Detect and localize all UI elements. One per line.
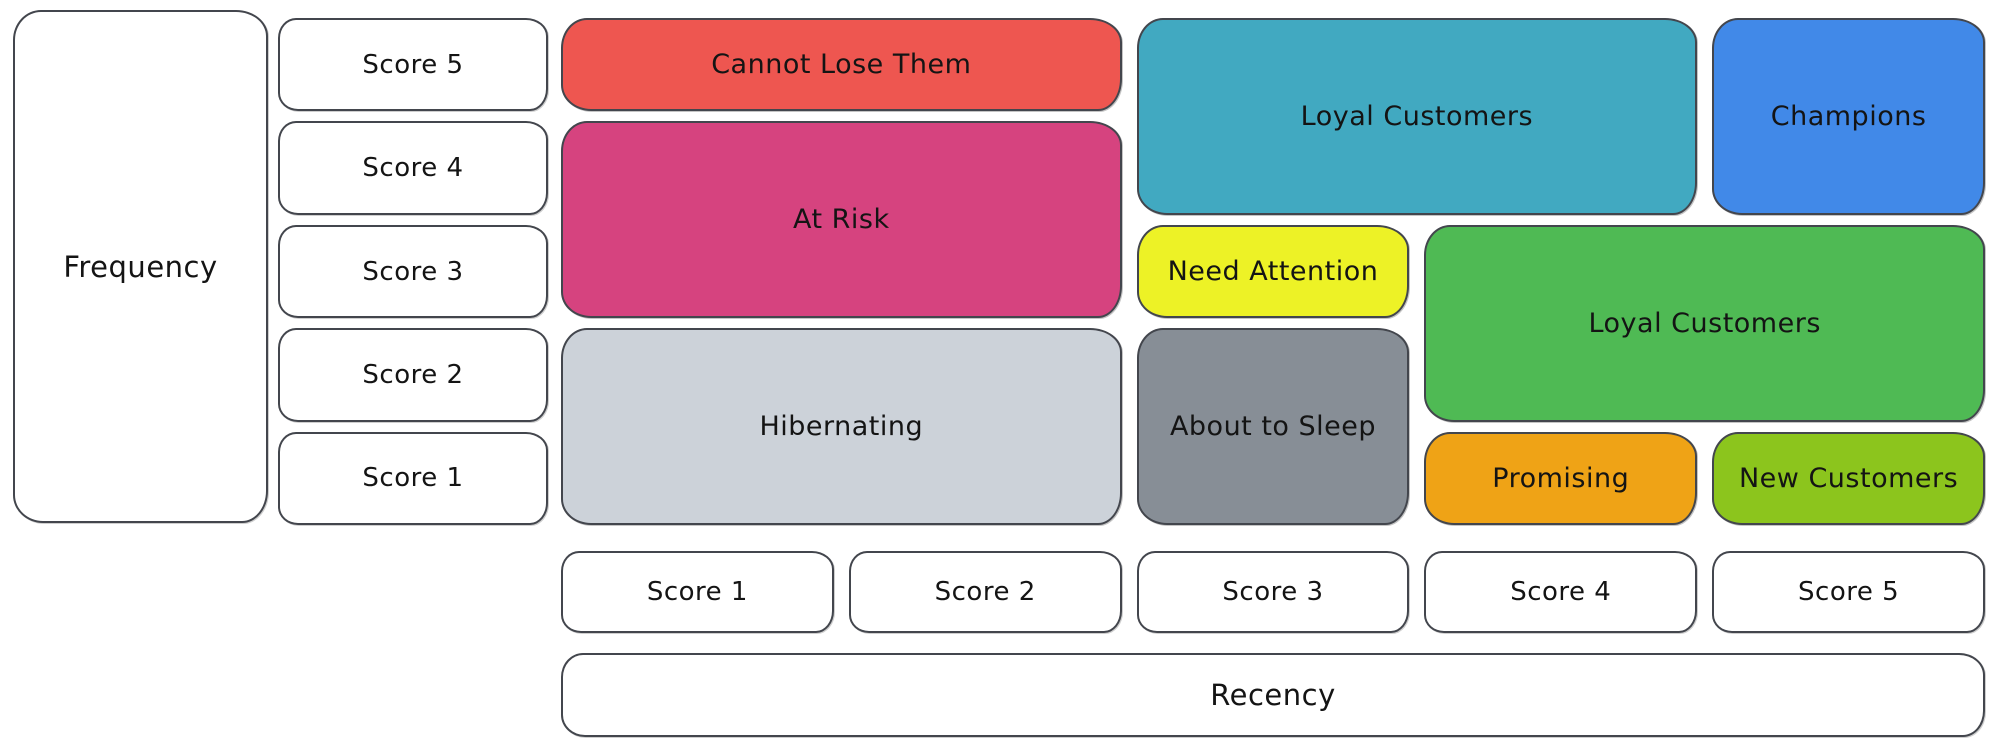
segment-loyal-customers: Loyal Customers (1424, 224, 1985, 422)
frequency-score-box-1: Score 1 (278, 431, 548, 526)
frequency-score-box-3: Score 3 (278, 224, 548, 319)
segment-label: At Risk (792, 204, 890, 236)
segment-label: Need Attention (1167, 255, 1379, 287)
frequency-score-box-5: Score 5 (278, 18, 548, 112)
segment-label: About to Sleep (1169, 411, 1377, 443)
segment-promising: Promising (1424, 431, 1698, 525)
segment-label: Cannot Lose Them (711, 49, 972, 81)
segment-label: New Customers (1738, 462, 1959, 494)
recency-score-box-5: Score 5 (1712, 551, 1985, 633)
segment-new-customers: New Customers (1712, 431, 1985, 525)
recency-axis-label: Recency (561, 653, 1985, 737)
frequency-score-box-4: Score 4 (278, 121, 548, 215)
segment-about-to-sleep: About to Sleep (1136, 328, 1410, 525)
frequency-axis-label: Frequency (13, 10, 268, 523)
recency-score-box-1: Score 1 (561, 551, 834, 633)
recency-score-box-4: Score 4 (1424, 551, 1698, 633)
segment-label: Loyal Customers (1300, 100, 1534, 132)
segment-need-attention: Need Attention (1136, 224, 1410, 319)
segment-label: Hibernating (759, 411, 924, 443)
segment-label: Promising (1492, 462, 1630, 494)
segment-cannot-lose-them: Cannot Lose Them (561, 18, 1122, 112)
segment-loyal-customers-top: Loyal Customers (1136, 18, 1698, 215)
recency-score-box-2: Score 2 (848, 551, 1122, 633)
segment-at-risk: At Risk (561, 121, 1122, 319)
recency-score-box-3: Score 3 (1136, 551, 1410, 633)
frequency-score-box-2: Score 2 (278, 328, 548, 422)
segment-label: Champions (1770, 100, 1927, 132)
segment-champions: Champions (1712, 18, 1985, 215)
segment-hibernating: Hibernating (561, 328, 1122, 525)
segment-label: Loyal Customers (1588, 307, 1821, 339)
